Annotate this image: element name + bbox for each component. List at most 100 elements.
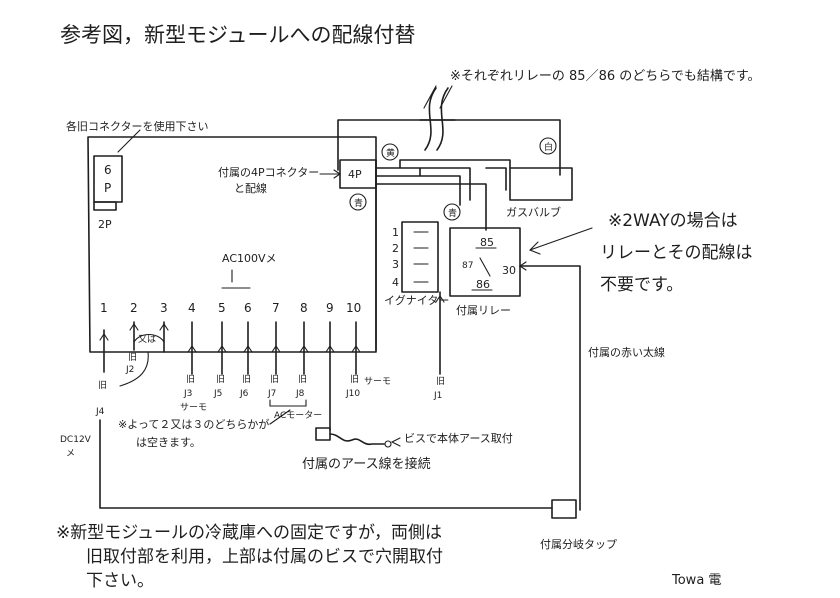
relay-pin-30: 30 bbox=[502, 264, 516, 277]
old-label-j6: J6 bbox=[239, 389, 249, 399]
igniter-pin-3: 3 bbox=[392, 258, 399, 271]
two-way-note-3: 不要です。 bbox=[600, 275, 683, 295]
bottom-note-1: ※新型モジュールの冷蔵庫への固定ですが，両側は bbox=[56, 523, 442, 543]
relay-label: 付属リレー bbox=[456, 304, 511, 317]
old-prefix-6: 旧 bbox=[242, 374, 251, 385]
yellow-wire-marker bbox=[381, 143, 399, 161]
terminal-2: 2 bbox=[130, 301, 138, 315]
ac100v-label: AC100Vメ bbox=[222, 252, 277, 265]
old-label-j2: J2 bbox=[125, 365, 134, 375]
red-thick-wire bbox=[519, 265, 581, 511]
old-prefix-1: 旧 bbox=[98, 380, 107, 391]
gas-valve-label: ガスバルブ bbox=[506, 205, 561, 219]
terminal-10: 10 bbox=[346, 301, 361, 315]
terminal-1: 1 bbox=[100, 301, 108, 315]
two-way-note-2: リレーとその配線は bbox=[600, 243, 753, 263]
dc12v-line-2: メ bbox=[66, 449, 75, 459]
acfan-label: ACモーター bbox=[274, 410, 322, 421]
terminal-9: 9 bbox=[326, 301, 334, 315]
bottom-loop-wire bbox=[99, 419, 553, 509]
two-way-arrow bbox=[529, 227, 593, 255]
terminal-3: 3 bbox=[160, 301, 168, 315]
note-23-line-1: ※よって２又は３のどちらかが bbox=[118, 417, 269, 431]
connector-4p-note-2: と配線 bbox=[234, 181, 267, 195]
relay-pin-85: 85 bbox=[480, 236, 494, 249]
old-prefix-2: 旧 bbox=[128, 352, 137, 363]
top-wire-loop bbox=[337, 119, 561, 176]
old-label-j10: J10 bbox=[345, 389, 360, 399]
blue-wire-marker-left bbox=[349, 193, 367, 211]
terminal-5: 5 bbox=[218, 301, 226, 315]
old-label-j5: J5 bbox=[213, 389, 222, 399]
bottom-note-2: 旧取付部を利用，上部は付属のビスで穴開取付 bbox=[86, 547, 443, 567]
old-prefix-8: 旧 bbox=[298, 374, 307, 385]
connector-4p-note-1: 付属の4Pコネクター bbox=[218, 166, 319, 179]
relay-pin-note: ※それぞれリレーの 85／86 のどちらでも結構です。 bbox=[450, 69, 761, 84]
relay-pin-86: 86 bbox=[476, 278, 490, 291]
terminal-8: 8 bbox=[300, 301, 308, 315]
earth-screw-arrow bbox=[390, 437, 401, 447]
old-connector-leader bbox=[117, 129, 141, 153]
connector-6p-line1: 6 bbox=[104, 163, 112, 177]
blue-wire-label-left: 青 bbox=[354, 197, 363, 209]
dc12v-line-1: DC12V bbox=[60, 435, 92, 445]
blue-wire-label-right: 青 bbox=[448, 207, 457, 219]
cable-bundle bbox=[419, 87, 456, 151]
old-label-j7: J7 bbox=[267, 389, 276, 399]
old-label-j8: J8 bbox=[295, 389, 305, 399]
old-prefix-7: 旧 bbox=[270, 374, 279, 385]
earth-screw-label: ビスで本体アース取付 bbox=[404, 431, 513, 445]
note-23-line-2: は空きます。 bbox=[136, 435, 201, 449]
branch-tap bbox=[551, 499, 577, 519]
red-wire-arrow bbox=[519, 261, 527, 271]
relay-contacts bbox=[471, 247, 497, 291]
old-label-j3-sub: サーモ bbox=[180, 402, 207, 413]
harness-wires bbox=[375, 159, 511, 231]
old-connector-note: 各旧コネクターを使用下さい bbox=[66, 119, 209, 133]
igniter-block bbox=[401, 221, 439, 293]
earth-wire bbox=[329, 433, 385, 446]
acfan-bracket bbox=[269, 399, 307, 407]
gas-valve bbox=[509, 167, 573, 201]
relay-block bbox=[449, 227, 521, 297]
terminal-7: 7 bbox=[272, 301, 280, 315]
branch-tap-label: 付属分岐タップ bbox=[540, 538, 617, 551]
jumper-label: 又は bbox=[138, 334, 156, 345]
relay-pin-87: 87 bbox=[462, 261, 473, 271]
harness-to-valve bbox=[485, 167, 507, 191]
connector-6p-line2: P bbox=[104, 181, 111, 195]
igniter-ticks bbox=[413, 231, 429, 283]
earth-terminal bbox=[315, 427, 331, 441]
module-frame bbox=[87, 136, 377, 353]
old-label-j10-sub: サーモ bbox=[364, 376, 391, 387]
terminal-6: 6 bbox=[244, 301, 252, 315]
old-prefix-10: 旧 bbox=[350, 374, 359, 385]
terminal-arrows bbox=[99, 295, 445, 353]
connector-2p bbox=[93, 201, 117, 211]
old-prefix-5: 旧 bbox=[216, 374, 225, 385]
two-way-note-1: ※2WAYの場合は bbox=[608, 211, 738, 231]
earth-screw-icon bbox=[384, 440, 392, 448]
jumper-23 bbox=[119, 333, 165, 387]
red-thick-label: 付属の赤い太線 bbox=[588, 345, 665, 359]
old-prefix-j1: 旧 bbox=[436, 376, 445, 387]
terminal-4: 4 bbox=[188, 301, 196, 315]
old-prefix-3: 旧 bbox=[186, 374, 195, 385]
igniter-label: イグナイター bbox=[384, 293, 449, 307]
earth-wire-label: 付属のアース線を接続 bbox=[302, 456, 431, 472]
igniter-pin-4: 4 bbox=[392, 276, 399, 289]
blue-wire-marker-right bbox=[443, 203, 461, 221]
diagram-title: 参考図，新型モジュールへの配線付替 bbox=[60, 23, 416, 47]
white-wire-label: 白 bbox=[544, 141, 553, 153]
igniter-pin-2: 2 bbox=[392, 242, 399, 255]
old-label-j3: J3 bbox=[183, 389, 192, 399]
old-label-j4: J4 bbox=[95, 407, 105, 417]
connector-4p-label: 4P bbox=[348, 168, 362, 181]
bottom-note-3: 下さい。 bbox=[86, 571, 154, 591]
note-23-leader bbox=[269, 409, 291, 425]
ac100v-bracket bbox=[221, 269, 251, 289]
yellow-wire-label: 黄 bbox=[386, 147, 395, 159]
old-label-j1: J1 bbox=[433, 391, 442, 401]
signature: Towa 電 bbox=[671, 573, 721, 588]
